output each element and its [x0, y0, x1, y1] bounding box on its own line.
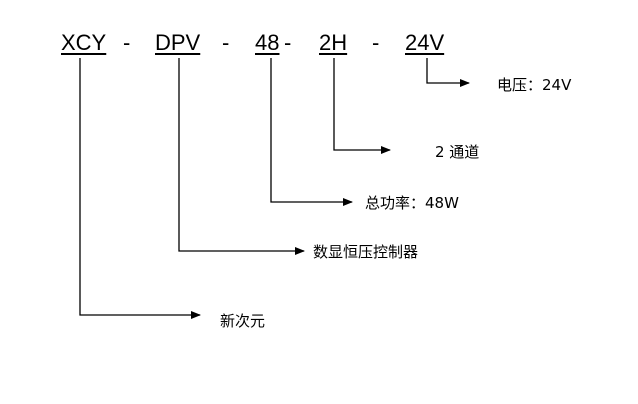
connector-2h	[333, 58, 391, 154]
label-brand: 新次元	[220, 312, 266, 330]
label-channels: 2 通道	[435, 143, 480, 161]
segment-xcy: XCY	[61, 30, 107, 55]
segment-48: 48	[255, 30, 280, 55]
separator: -	[372, 30, 380, 55]
connector-48	[270, 58, 353, 206]
connector-24v	[426, 58, 470, 87]
separator: -	[123, 30, 131, 55]
label-voltage: 电压：24V	[497, 76, 572, 94]
separator: -	[284, 30, 292, 55]
separator: -	[222, 30, 230, 55]
connector-dpv	[178, 58, 305, 255]
connector-xcy	[79, 58, 201, 319]
label-total-power: 总功率：48W	[365, 194, 459, 212]
label-product-type: 数显恒压控制器	[313, 243, 419, 261]
segment-24v: 24V	[405, 30, 445, 55]
segment-dpv: DPV	[155, 30, 201, 55]
segment-2h: 2H	[319, 30, 348, 55]
